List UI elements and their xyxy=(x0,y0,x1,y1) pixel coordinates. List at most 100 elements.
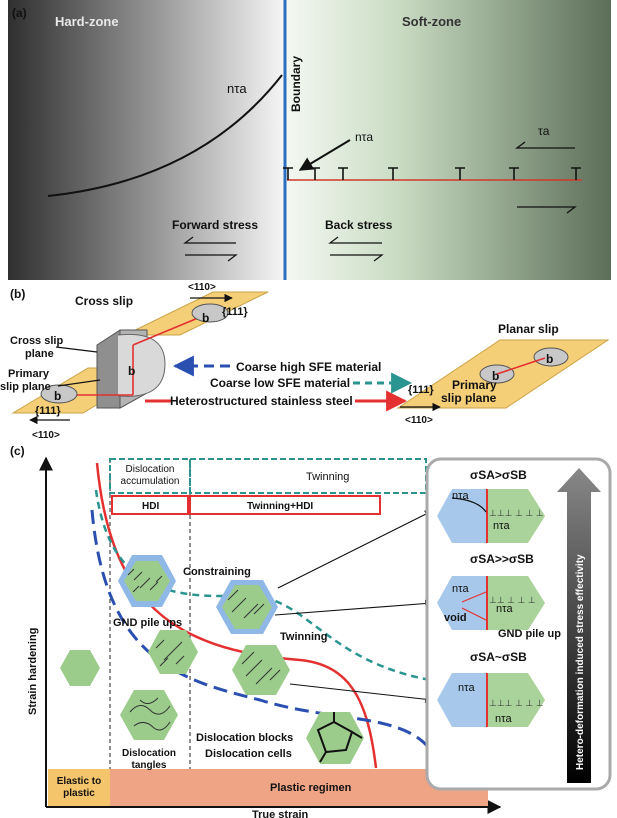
x-axis-label: True strain xyxy=(252,809,309,818)
connector-arrow-2 xyxy=(274,599,433,616)
n-tau-1a: nτa xyxy=(452,490,469,502)
cross-slip-loop xyxy=(117,333,166,397)
stress-curve-1 xyxy=(451,497,487,513)
connector-arrow-3 xyxy=(289,683,433,704)
panel-a-label: (a) xyxy=(12,6,27,20)
y-axis-label: Strain hardening xyxy=(27,628,39,715)
direction-top-label: <110> xyxy=(188,282,216,293)
dislocations-2: ⊥⊥ ⊥ ⊥ ⊥ xyxy=(489,595,536,605)
panel-c: (c) Strain hardening True strain Elastic… xyxy=(10,444,612,818)
hdi-effectivity-label: Hetero-deformation induced stress effect… xyxy=(575,554,586,770)
b-vector-planar-lower: b xyxy=(492,369,499,383)
grain-tangles xyxy=(120,690,178,740)
high-sfe-curve xyxy=(90,509,440,766)
panel-a: (a) Hard-zone Soft-zone Boundary nτa nτa… xyxy=(8,0,611,280)
grain-hexagon xyxy=(60,650,100,686)
n-tau-3b: nτa xyxy=(495,713,512,725)
forward-stress-label: Forward stress xyxy=(172,218,258,232)
planar-loop-upper xyxy=(533,347,569,367)
hdi-effectivity-arrow xyxy=(557,468,601,783)
dislocation-blocks-label: Dislocation blocks xyxy=(196,732,293,744)
grain-hexagon xyxy=(222,585,272,629)
n-tau-2a: nτa xyxy=(452,583,469,595)
grain-cells xyxy=(306,712,364,764)
plane-right-label: {111} xyxy=(408,384,434,396)
shear-arrow-top xyxy=(515,141,575,149)
gnd-pile-up-label: GND pile up xyxy=(498,628,561,640)
hard-zone-region xyxy=(8,0,285,280)
constraining-label: Constraining xyxy=(183,566,251,578)
dislocation-symbol xyxy=(388,167,398,180)
n-tau-3a: nτa xyxy=(458,682,475,694)
panel-b: (b) b b b Cross slip <110> {111} Cross s… xyxy=(0,282,610,441)
boundary-label: Boundary xyxy=(289,56,303,112)
b-vector-planar-upper: b xyxy=(546,352,553,366)
twinning-top-label: Twinning xyxy=(306,471,349,483)
grain-hexagon xyxy=(148,630,198,674)
dislocation-symbol xyxy=(571,167,581,180)
legend-low-sfe: Coarse low SFE material xyxy=(210,376,350,390)
back-arrow-bottom xyxy=(330,254,384,262)
back-stress-label: Back stress xyxy=(325,218,393,232)
dislocation-accumulation-box xyxy=(109,458,191,494)
dislocation-marks xyxy=(155,639,185,667)
back-arrow-top xyxy=(328,236,382,244)
n-tau-1b: nτa xyxy=(493,520,510,532)
plastic-regimen-bar xyxy=(110,769,488,806)
tangle-marks xyxy=(129,697,171,731)
dislocation-symbol xyxy=(283,167,293,180)
direction-right-label: <110> xyxy=(405,415,433,426)
legend-high-sfe: Coarse high SFE material xyxy=(236,360,381,374)
twinning-hdi-box xyxy=(189,495,381,515)
dislocation-symbol xyxy=(455,167,465,180)
tau-label: τa xyxy=(538,124,550,138)
forward-arrow-top xyxy=(183,236,236,244)
legend-hetero: Heterostructured stainless steel xyxy=(170,394,353,408)
grain-hexagon xyxy=(232,645,290,695)
forward-arrow-bottom xyxy=(185,254,238,262)
grain-constrained xyxy=(118,555,176,607)
cross-slip-plane-leader xyxy=(55,346,98,353)
n-tau-arrow xyxy=(298,139,351,171)
soft-zone-region xyxy=(285,0,611,280)
soft-zone-label: Soft-zone xyxy=(402,14,461,29)
case-2-title: σSA>>σSB xyxy=(470,552,534,566)
grain-elastic xyxy=(60,650,100,686)
dislocation-symbol xyxy=(338,167,348,180)
elastic-to-plastic-bar xyxy=(48,769,110,806)
n-tau-arrow-label: nτa xyxy=(355,130,373,144)
burgers-loop-lower xyxy=(40,384,78,404)
panel-b-label: (b) xyxy=(10,287,25,301)
plane-left-label: {111} xyxy=(35,405,61,417)
grain-hexagon xyxy=(120,690,178,740)
shear-arrow-bottom xyxy=(517,206,577,214)
b-vector-lower: b xyxy=(54,389,61,403)
grain-gnd xyxy=(148,630,198,674)
grain-twinning-blue xyxy=(216,580,278,634)
panel-c-label: (c) xyxy=(10,444,25,458)
pileup-stress-curve xyxy=(47,74,283,197)
twin-marks xyxy=(227,589,265,619)
n-tau-2b: nτa xyxy=(496,603,513,615)
n-tau-curve-label: nτa xyxy=(227,81,247,96)
plane-top-label: {111} xyxy=(222,306,248,318)
hard-zone-label: Hard-zone xyxy=(55,14,119,29)
soft-grain-3 xyxy=(487,673,545,727)
gnd-pile-ups-label: GND pile ups xyxy=(113,617,182,629)
burgers-loop-upper xyxy=(191,303,229,323)
planar-slip-label: Planar slip xyxy=(498,322,559,336)
dislocation-array xyxy=(283,167,581,180)
hard-grain-3 xyxy=(437,673,487,727)
soft-grain-1 xyxy=(487,489,545,543)
dislocations-3: ⊥⊥⊥ ⊥ ⊥ ⊥ xyxy=(489,698,544,708)
direction-bottom-left-label: <110> xyxy=(32,430,60,441)
case-3-title: σSA~σSB xyxy=(470,650,527,664)
dislocations-1: ⊥⊥⊥ ⊥ ⊥ ⊥ xyxy=(489,508,544,518)
hard-grain-2 xyxy=(437,576,487,630)
hdi-label: HDI xyxy=(142,501,159,512)
